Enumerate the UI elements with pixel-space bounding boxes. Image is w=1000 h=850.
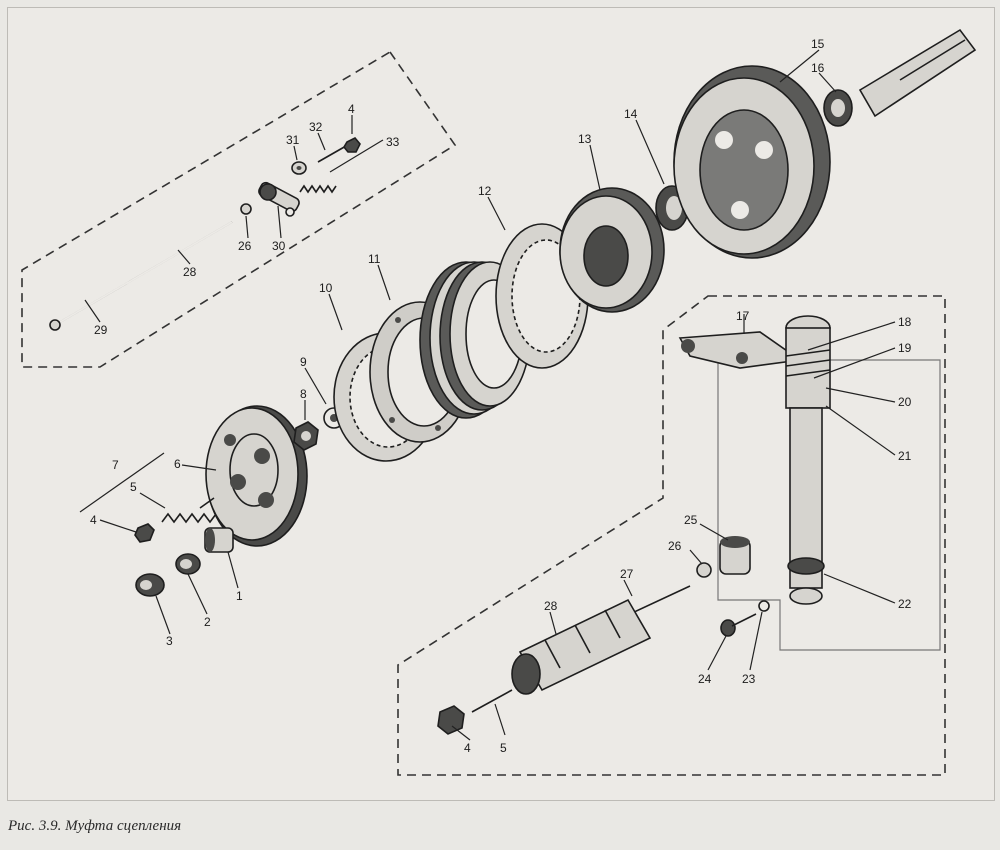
callout-5-lower: 5 xyxy=(500,741,507,755)
callout-33: 33 xyxy=(386,135,400,149)
spring-5-left xyxy=(161,497,217,524)
upper-left-group-boundary xyxy=(21,50,457,368)
callout-14: 14 xyxy=(624,107,638,121)
push-rod-29 xyxy=(49,221,233,331)
release-lever-17 xyxy=(678,331,803,369)
washer-31 xyxy=(291,161,307,175)
adjuster-screw-5-lower xyxy=(471,689,513,713)
callout-26-upper: 26 xyxy=(238,239,252,253)
ball-26-upper xyxy=(240,203,252,215)
callout-6: 6 xyxy=(174,457,181,471)
cap-nut-3 xyxy=(135,573,165,597)
figure-caption: Рис. 3.9. Муфта сцепления xyxy=(8,818,181,835)
callout-17: 17 xyxy=(736,309,750,323)
clutch-hub-13 xyxy=(559,187,665,313)
callout-15: 15 xyxy=(811,37,825,51)
callout-26-lower: 26 xyxy=(668,539,682,553)
callout-19: 19 xyxy=(898,341,912,355)
callout-28-upper: 28 xyxy=(183,265,197,279)
callout-16: 16 xyxy=(811,61,825,75)
main-shaft xyxy=(858,28,977,118)
caption-title: Муфта сцепления xyxy=(65,818,182,834)
crankcase-section xyxy=(717,359,941,651)
bushing-25 xyxy=(719,536,751,575)
callout-25: 25 xyxy=(684,513,698,527)
callout-4-left: 4 xyxy=(90,513,97,527)
callout-7: 7 xyxy=(112,458,119,472)
lever-30 xyxy=(258,181,300,217)
callout-21: 21 xyxy=(898,449,912,463)
spring-33 xyxy=(299,184,337,194)
callout-12: 12 xyxy=(478,184,492,198)
lower-right-group-boundary xyxy=(397,295,946,776)
clutch-basket-sprocket-15 xyxy=(673,65,831,259)
nut-8 xyxy=(293,421,319,451)
callout-32: 32 xyxy=(309,120,323,134)
washer-23 xyxy=(758,600,770,612)
ball-26-lower xyxy=(696,562,712,578)
callout-5-left: 5 xyxy=(130,480,137,494)
adjuster-sleeve-28 xyxy=(511,598,652,695)
nut-4-left xyxy=(134,523,155,543)
spring-2 xyxy=(175,553,201,575)
callout-18: 18 xyxy=(898,315,912,329)
callout-27: 27 xyxy=(620,567,634,581)
bushing-16 xyxy=(823,89,853,127)
callout-2: 2 xyxy=(204,615,211,629)
bolt-24 xyxy=(720,613,757,637)
callout-29: 29 xyxy=(94,323,108,337)
pressure-plate-6 xyxy=(205,405,308,547)
callout-3: 3 xyxy=(166,634,173,648)
nut-4-upper xyxy=(343,137,361,153)
spring-cup-1 xyxy=(204,527,234,553)
callout-20: 20 xyxy=(898,395,912,409)
callout-22: 22 xyxy=(898,597,912,611)
lock-nut-4-lower xyxy=(437,705,465,735)
callout-23: 23 xyxy=(742,672,756,686)
callout-4-upper: 4 xyxy=(348,102,355,116)
adjuster-screw-32 xyxy=(317,145,347,163)
callout-11: 11 xyxy=(368,252,381,266)
callout-8: 8 xyxy=(300,387,307,401)
callout-10: 10 xyxy=(319,281,333,295)
leader-lines xyxy=(79,49,896,741)
callout-9: 9 xyxy=(300,355,307,369)
callout-28-lower: 28 xyxy=(544,599,558,613)
caption-prefix: Рис. 3.9. xyxy=(8,818,62,834)
callout-13: 13 xyxy=(578,132,592,146)
callout-4-lower: 4 xyxy=(464,741,471,755)
callout-1: 1 xyxy=(236,589,243,603)
callout-31: 31 xyxy=(286,133,300,147)
callout-30: 30 xyxy=(272,239,286,253)
release-shaft xyxy=(785,315,831,605)
callout-labels: 15 16 14 13 12 11 10 9 8 6 7 5 4 1 2 3 2… xyxy=(90,37,912,755)
callout-24: 24 xyxy=(698,672,712,686)
